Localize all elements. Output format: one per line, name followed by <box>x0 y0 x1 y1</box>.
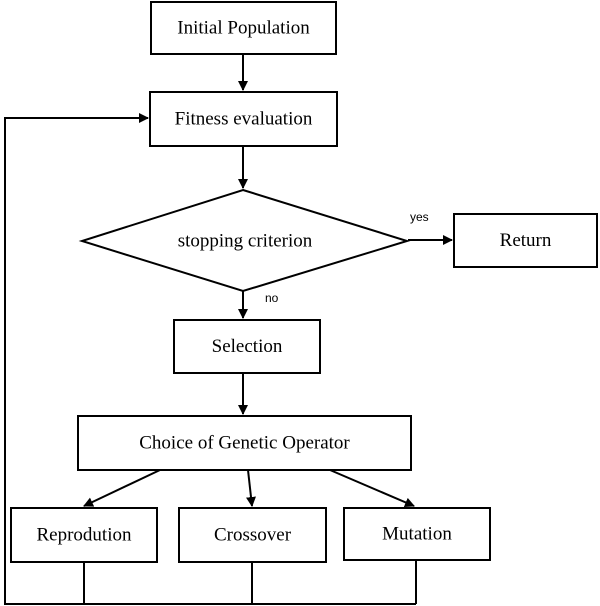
return-label: Return <box>500 230 552 251</box>
fitness-evaluation-label: Fitness evaluation <box>175 109 313 130</box>
node-selection: Selection <box>173 319 321 374</box>
arrow-operator-to-mutation <box>329 469 415 508</box>
selection-label: Selection <box>212 336 283 357</box>
node-choice-of-genetic-operator: Choice of Genetic Operator <box>77 415 412 471</box>
node-reproduction: Reprodution <box>10 507 158 563</box>
node-crossover: Crossover <box>178 507 327 563</box>
node-stopping-criterion: stopping criterion <box>78 188 411 293</box>
node-fitness-evaluation: Fitness evaluation <box>149 91 338 147</box>
initial-population-label: Initial Population <box>177 18 310 39</box>
arrow-operator-to-reproduction <box>83 469 161 507</box>
stopping-criterion-label: stopping criterion <box>178 231 313 252</box>
edge-label-yes: yes <box>410 210 429 224</box>
node-return: Return <box>453 213 598 268</box>
mutation-label: Mutation <box>382 524 452 545</box>
node-mutation: Mutation <box>343 507 491 561</box>
crossover-label: Crossover <box>214 525 292 546</box>
arrow-operator-to-crossover <box>246 469 256 507</box>
node-initial-population: Initial Population <box>150 1 337 55</box>
choice-of-operator-label: Choice of Genetic Operator <box>139 433 350 454</box>
feedback-loop-line <box>4 118 417 605</box>
edges <box>4 55 453 605</box>
edge-label-no: no <box>265 291 279 305</box>
reproduction-label: Reprodution <box>37 525 132 546</box>
